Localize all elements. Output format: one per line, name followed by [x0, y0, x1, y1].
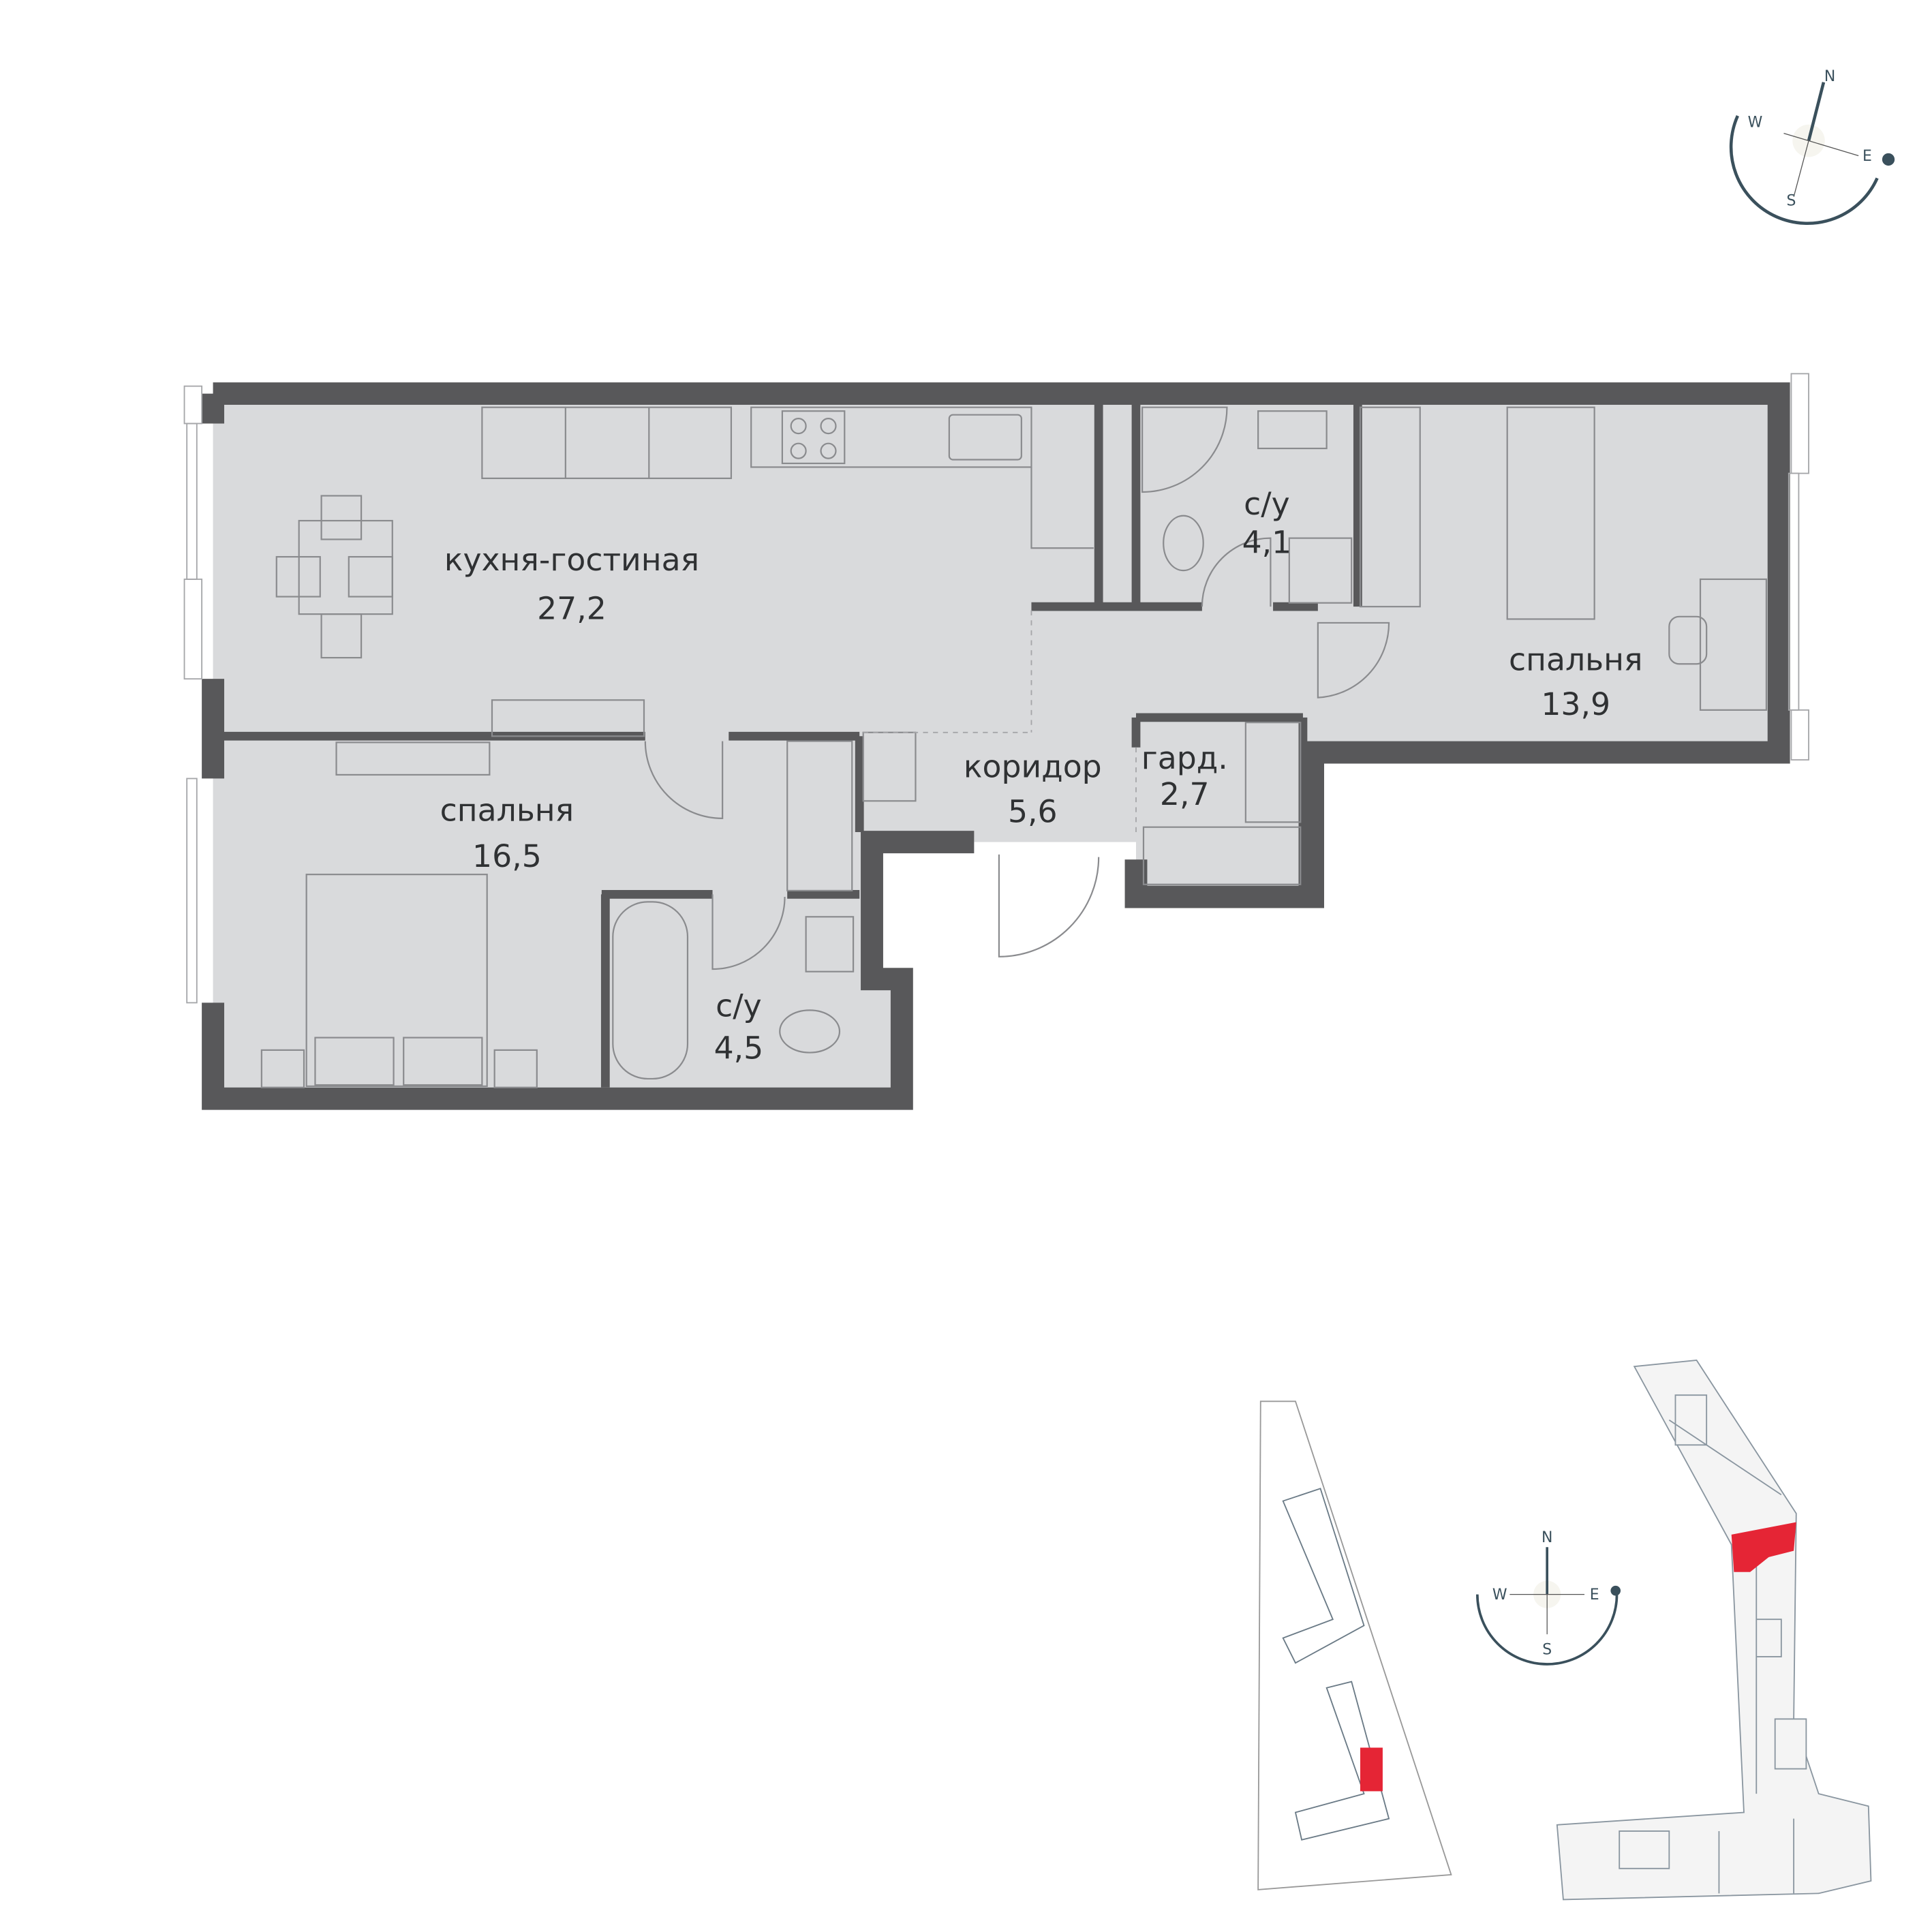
sun-dot-icon — [1882, 153, 1895, 166]
room-name: коридор — [964, 749, 1102, 785]
kitchen-counter — [750, 406, 1032, 468]
compass-w: W — [1492, 1586, 1507, 1604]
stove-icon — [781, 410, 846, 465]
highlighted-unit — [1360, 1747, 1383, 1792]
apartment-plan: кухня-гостиная 27,2 спальня 13,9 коридор… — [183, 373, 1809, 1110]
compass-s: S — [1786, 193, 1796, 210]
tv-unit — [335, 741, 491, 776]
door — [1201, 537, 1272, 607]
washer — [1288, 537, 1353, 604]
room-area: 4,5 — [714, 1030, 764, 1067]
site-plan-block — [1257, 1400, 1452, 1890]
sink-icon — [805, 916, 855, 972]
room-area: 13,9 — [1541, 686, 1610, 722]
chair-icon — [320, 613, 363, 659]
sink-icon — [1257, 410, 1328, 450]
entrance-door — [998, 854, 1100, 957]
room-name: с/у — [716, 988, 762, 1024]
bed — [305, 874, 488, 1087]
highlighted-unit — [1731, 1522, 1796, 1572]
sink-icon — [948, 414, 1022, 461]
wardrobe — [862, 731, 917, 802]
room-name: спальня — [440, 793, 574, 829]
room-area: 4,1 — [1242, 525, 1292, 561]
door — [711, 894, 786, 970]
site-compass: N W E S — [1476, 1529, 1621, 1666]
tv-unit — [491, 699, 645, 737]
compass-s: S — [1542, 1641, 1552, 1658]
outer-wall — [202, 382, 1790, 1110]
room-name: кухня-гостиная — [444, 542, 699, 578]
desk — [1699, 578, 1767, 711]
door — [644, 741, 724, 819]
wardrobe — [786, 740, 853, 892]
chair-icon — [275, 555, 321, 598]
compass-n: N — [1542, 1529, 1552, 1546]
furniture — [260, 406, 1767, 1088]
room-area: 27,2 — [537, 590, 607, 626]
chair-icon — [320, 495, 363, 540]
doors — [644, 537, 1390, 970]
sofa — [481, 406, 733, 479]
compass-n: N — [1824, 68, 1835, 85]
compass-w: W — [1748, 114, 1763, 131]
wardrobe — [1142, 826, 1302, 885]
chair-icon — [348, 555, 393, 598]
compass-e: E — [1590, 1586, 1599, 1604]
single-bed — [1506, 406, 1595, 620]
wardrobe — [1244, 722, 1302, 823]
building-plan — [1556, 1360, 1872, 1901]
room-area: 16,5 — [472, 838, 542, 874]
shower-icon — [1141, 406, 1228, 493]
wardrobe — [1359, 406, 1421, 608]
room-name: гард. — [1141, 740, 1228, 776]
bathtub — [612, 901, 689, 1080]
compass-e: E — [1862, 148, 1872, 165]
door — [1317, 622, 1390, 699]
toilet-icon — [779, 1009, 841, 1054]
compass: N W E S — [1729, 68, 1895, 226]
room-name: спальня — [1509, 641, 1642, 677]
room-area: 5,6 — [1008, 793, 1058, 829]
chair-icon — [1668, 615, 1708, 665]
compass-arc — [1729, 115, 1879, 226]
room-area: 2,7 — [1160, 776, 1210, 812]
toilet-icon — [1163, 515, 1204, 572]
windows — [183, 373, 1809, 1004]
room-name: с/у — [1244, 486, 1290, 522]
